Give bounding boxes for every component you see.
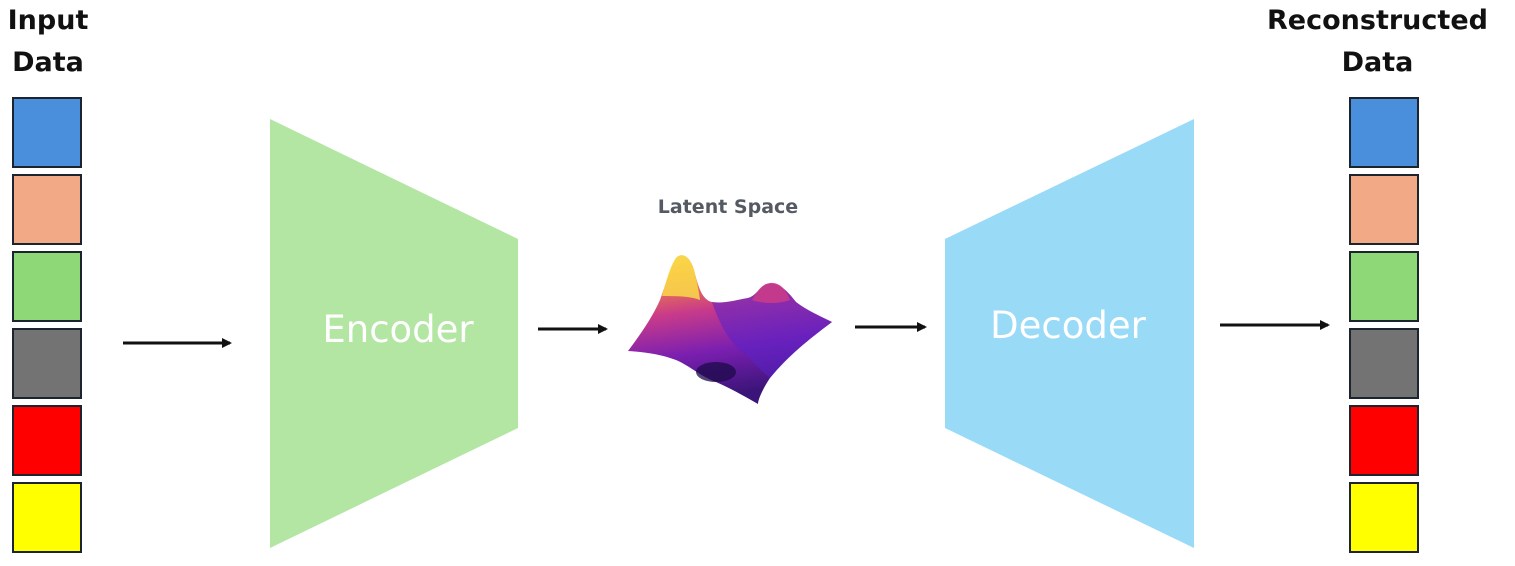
- encoder-block: [270, 119, 518, 548]
- reconstructed-data-heading: Reconstructed Data: [1240, 0, 1515, 84]
- output-cell-salmon: [1349, 174, 1419, 245]
- output-heading-line1: Reconstructed: [1267, 5, 1488, 36]
- output-heading-line2: Data: [1341, 47, 1414, 78]
- output-cell-green: [1349, 251, 1419, 322]
- output-cell-yellow: [1349, 482, 1419, 553]
- latent-peak-secondary: [752, 282, 790, 303]
- latent-space-label: Latent Space: [658, 196, 798, 218]
- decoder-block: [945, 119, 1194, 548]
- output-cell-red: [1349, 405, 1419, 476]
- latent-surface-plane: [712, 283, 832, 378]
- decoder-label: Decoder: [990, 304, 1146, 347]
- latent-surface-plot: [628, 255, 832, 404]
- input-cell-salmon: [12, 174, 82, 245]
- output-cell-blue: [1349, 97, 1419, 168]
- output-cell-gray: [1349, 328, 1419, 399]
- latent-trough: [696, 362, 736, 382]
- input-cell-green: [12, 251, 82, 322]
- input-cell-gray: [12, 328, 82, 399]
- input-cell-yellow: [12, 482, 82, 553]
- input-cell-blue: [12, 97, 82, 168]
- latent-peak-high: [662, 255, 700, 300]
- encoder-label: Encoder: [322, 308, 474, 351]
- input-heading-line1: Input: [7, 5, 89, 36]
- input-cell-red: [12, 405, 82, 476]
- input-heading-line2: Data: [12, 47, 84, 78]
- input-data-heading: Input Data: [0, 0, 96, 84]
